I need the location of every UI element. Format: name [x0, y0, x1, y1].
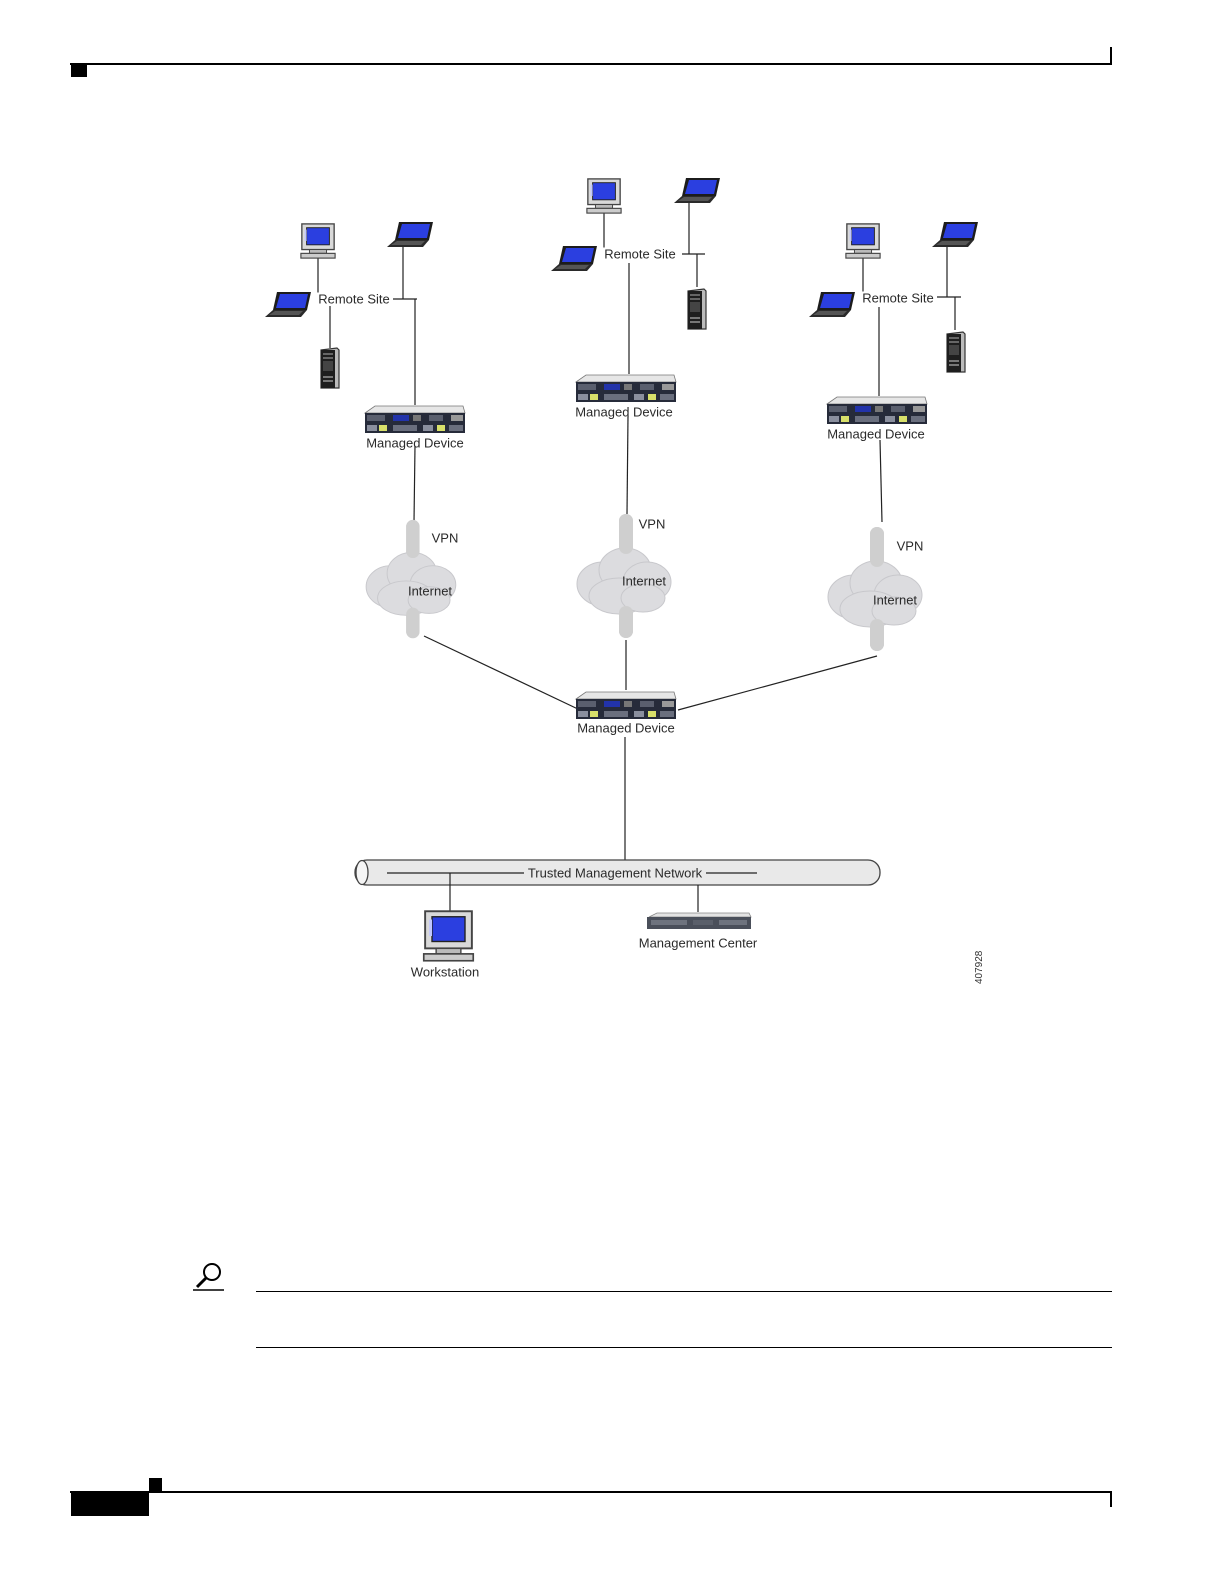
figure-number: 407928 [974, 951, 985, 984]
laptop-icon [551, 246, 597, 271]
server-tower-icon [688, 289, 706, 329]
tip-top-rule [256, 1291, 1112, 1292]
footer-corner-mark [149, 1478, 162, 1491]
workstation-label: Workstation [411, 966, 479, 979]
desktop-pc-icon [301, 224, 335, 258]
vpn-label: VPN [639, 518, 666, 531]
laptop-icon [387, 222, 433, 247]
server-tower-icon [947, 332, 965, 372]
laptop-icon [265, 292, 311, 317]
central-managed-device-label: Managed Device [577, 722, 675, 735]
internet-label: Internet [622, 575, 666, 588]
appliance-icon [576, 692, 676, 719]
laptop-icon [809, 292, 855, 317]
vpn-label: VPN [897, 540, 924, 553]
laptop-icon [932, 222, 978, 247]
managed-device-label: Managed Device [366, 437, 464, 450]
appliance-icon [647, 913, 751, 929]
remote-site-label: Remote Site [316, 293, 392, 306]
network-label: Trusted Management Network [528, 867, 702, 880]
footer-rule [70, 1491, 1112, 1493]
footer-right-tick [1110, 1493, 1112, 1507]
desktop-pc-icon [424, 911, 474, 961]
magnifier-tip-icon [192, 1260, 226, 1292]
appliance-icon [365, 406, 465, 433]
remote-site-label: Remote Site [602, 248, 678, 261]
internet-label: Internet [408, 585, 452, 598]
footer-page-block [71, 1493, 149, 1516]
managed-device-label: Managed Device [827, 428, 925, 441]
server-tower-icon [321, 348, 339, 388]
laptop-icon [674, 178, 720, 203]
vpn-label: VPN [432, 532, 459, 545]
tip-bottom-rule [256, 1347, 1112, 1348]
network-diagram [0, 0, 1224, 1000]
appliance-icon [827, 397, 927, 424]
desktop-pc-icon [587, 179, 621, 213]
remote-site-label: Remote Site [860, 292, 936, 305]
internet-label: Internet [873, 594, 917, 607]
desktop-pc-icon [846, 224, 880, 258]
appliance-icon [576, 375, 676, 402]
management-center-label: Management Center [639, 937, 758, 950]
managed-device-label: Managed Device [575, 406, 673, 419]
